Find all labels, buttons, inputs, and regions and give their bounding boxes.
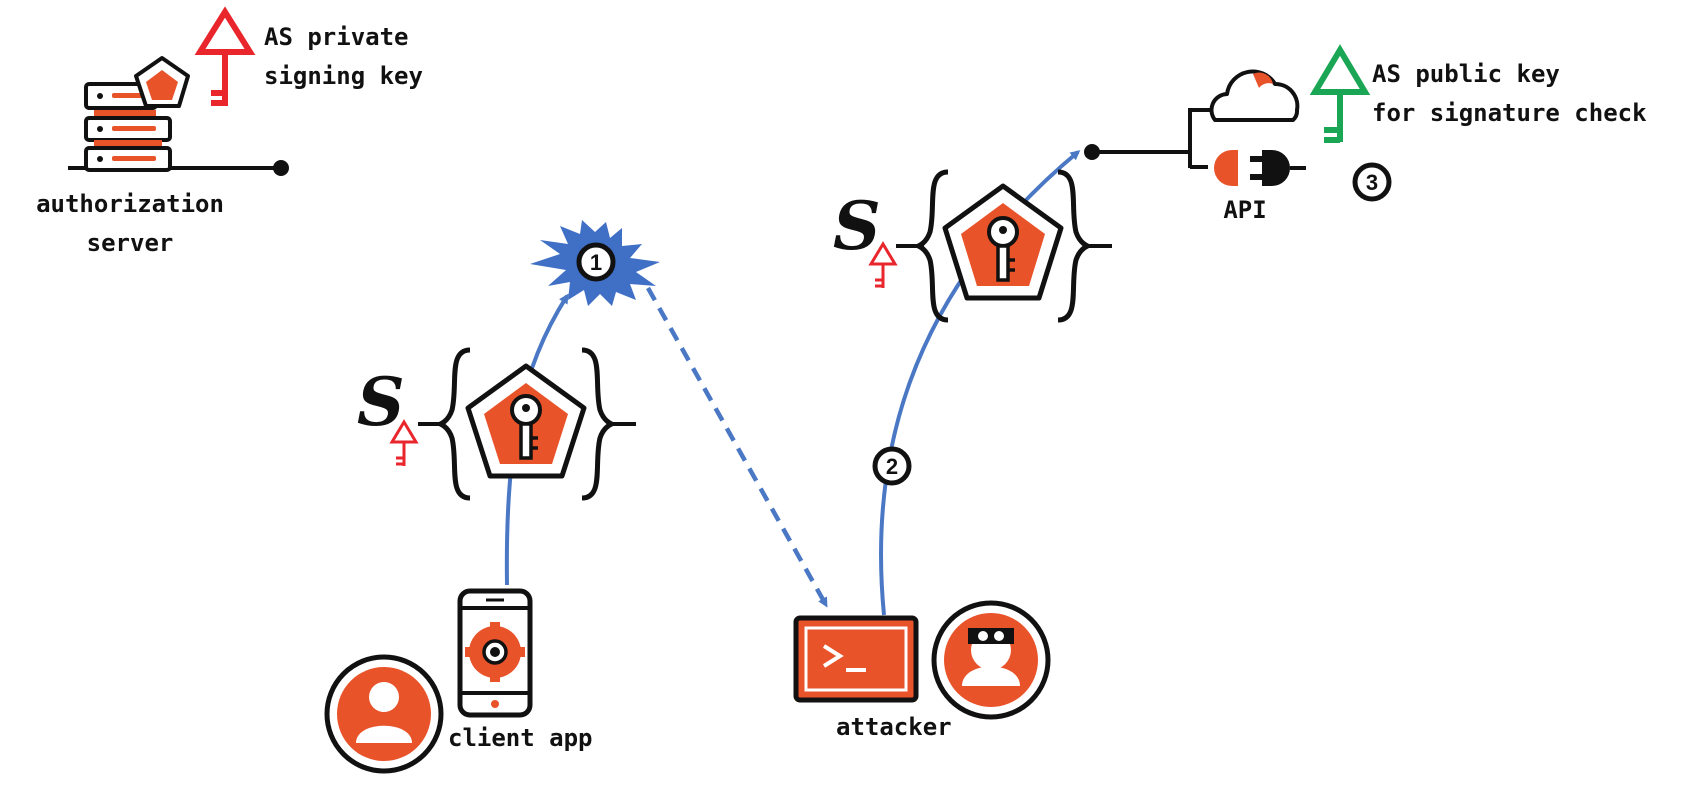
signed-token-client: S — [357, 347, 636, 501]
signature-symbol: S — [357, 363, 405, 441]
phone-icon — [457, 588, 533, 718]
public-key-label-line1: AS public key — [1372, 60, 1560, 88]
api-icon — [1084, 69, 1306, 186]
user-icon — [324, 654, 444, 774]
arrow-leak-to-attacker — [646, 286, 828, 608]
client-app-label: client app — [448, 724, 593, 752]
signing-key-small-icon — [389, 419, 419, 466]
signed-token-attacker: S — [833, 169, 1112, 323]
authorization-server-icon — [68, 56, 289, 176]
attacker-label: attacker — [836, 713, 952, 741]
signing-key-small-icon-2 — [868, 241, 898, 288]
step-3-badge: 3 — [1352, 162, 1392, 202]
plug-icon — [1214, 150, 1306, 186]
token-key-icon — [465, 363, 587, 479]
signature-symbol-2: S — [833, 187, 881, 265]
burglar-icon — [931, 600, 1051, 720]
authorization-server-label-line1: authorization — [36, 190, 224, 218]
cloud-icon — [1209, 69, 1300, 122]
svg-text:2: 2 — [886, 454, 898, 479]
public-key-icon — [1309, 44, 1371, 143]
step-2-badge: 2 — [872, 446, 912, 486]
gear-icon — [465, 622, 525, 682]
private-key-label-line1: AS private — [264, 23, 409, 51]
terminal-icon — [793, 615, 919, 703]
step-1-number: 1 — [590, 250, 602, 275]
private-key-label-line2: signing key — [264, 62, 423, 90]
public-key-label-line2: for signature check — [1372, 99, 1647, 127]
burst-icon: 1 — [530, 220, 660, 306]
api-label: API — [1223, 196, 1266, 224]
token-key-icon-2 — [942, 183, 1064, 301]
private-key-icon — [194, 6, 256, 106]
authorization-server-label-line2: server — [87, 229, 174, 257]
svg-text:3: 3 — [1366, 170, 1378, 195]
